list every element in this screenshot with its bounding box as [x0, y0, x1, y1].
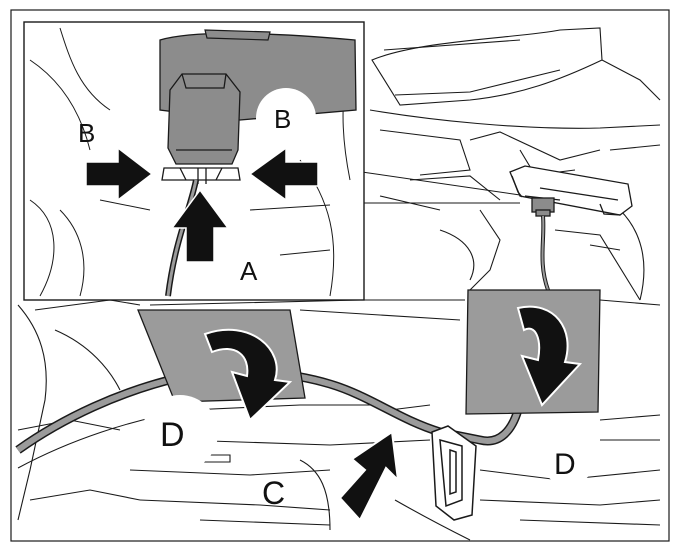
callout-d-left: D — [160, 416, 185, 454]
push-arrow-b-left — [85, 146, 154, 202]
callout-a: A — [240, 256, 258, 286]
callout-c: C — [262, 475, 285, 511]
label-disk — [142, 395, 218, 471]
label-disk — [542, 434, 594, 486]
connector-c — [431, 425, 477, 521]
leader-line — [361, 171, 521, 204]
callout-b-left: B — [78, 118, 95, 148]
curved-peel-arrow-icon — [516, 305, 583, 407]
curved-peel-arrow-icon — [203, 328, 293, 422]
label-disk — [256, 88, 316, 148]
sensor-unit — [509, 165, 633, 217]
push-arrow-b-right — [248, 146, 319, 202]
black-push-arrow-icon — [338, 430, 400, 522]
push-arrow-a-up — [170, 188, 230, 263]
cloth-tape-right — [465, 289, 601, 415]
connector-inset — [161, 73, 241, 184]
inset-detail — [23, 21, 365, 301]
callout-d-right: D — [554, 448, 576, 481]
callout-b-right: B — [274, 104, 291, 134]
